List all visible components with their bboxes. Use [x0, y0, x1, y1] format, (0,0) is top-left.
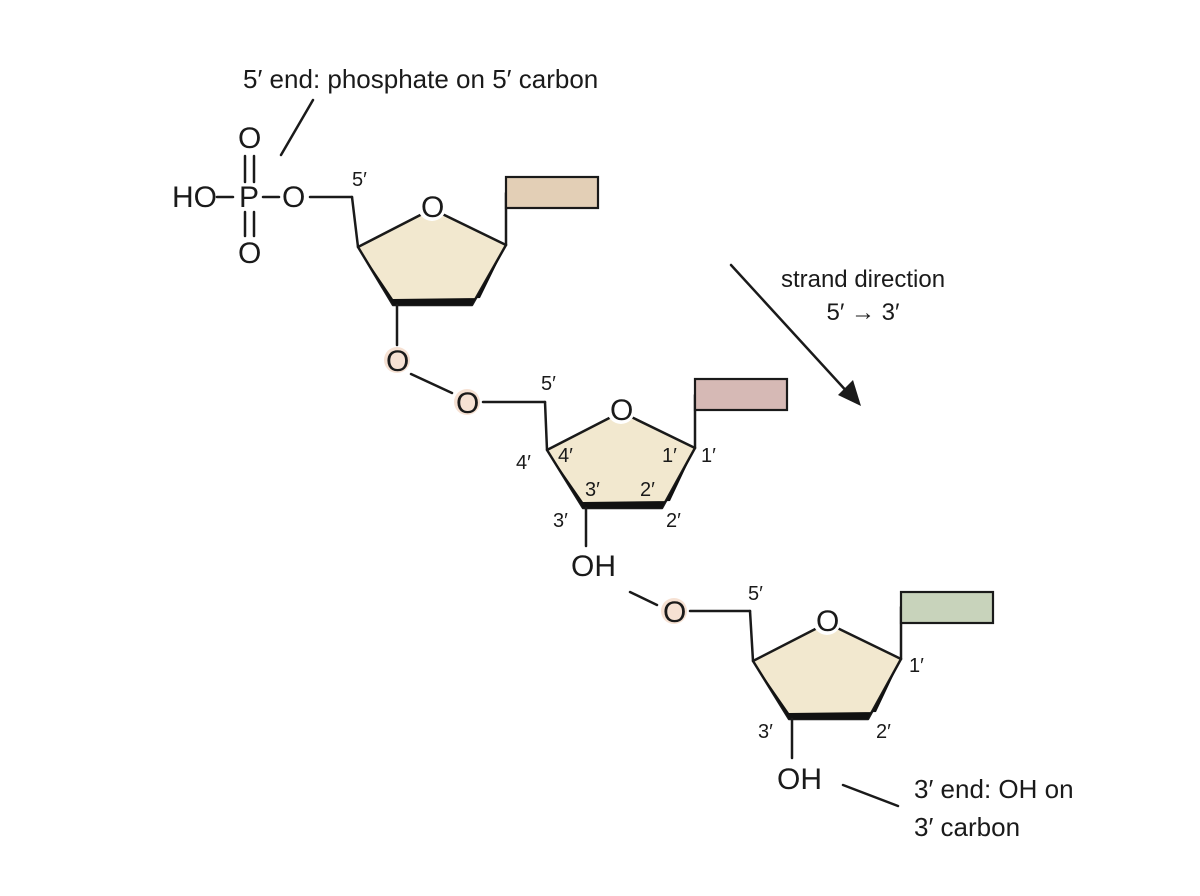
sugar1-ring-oxygen: O [421, 191, 444, 224]
sugar2-c1-outer-label: 1′ [701, 445, 716, 467]
three-prime-end-label-line1: 3′ end: OH on [914, 774, 1074, 804]
sugar2-c5-label: 5′ [541, 373, 556, 395]
sugar2-c5-c4-bond [543, 400, 549, 452]
sugar3-c1-label: 1′ [909, 655, 924, 677]
sugar3-hydroxyl: OH [777, 763, 822, 796]
bridge1-bond [409, 372, 454, 395]
sugar2-c2-outer-label: 2′ [666, 510, 681, 532]
five-prime-end-leader [279, 98, 315, 157]
bridge1-oxygen-a: O [386, 345, 409, 378]
strand-direction-label: strand direction [781, 266, 945, 293]
strand-direction-sublabel: 5′ → 3′ [826, 299, 900, 326]
sugar3-ring-oxygen: O [816, 605, 839, 638]
phosphorus-atom: P [239, 181, 259, 214]
sugar2-ring-oxygen: O [610, 394, 633, 427]
bridge1-oxygen-b: O [456, 387, 479, 420]
phosphate-oxygen-link: O [282, 181, 305, 214]
sugar3-c5-c4-bond [748, 609, 755, 663]
sugar2-c2-inner-label: 2′ [640, 479, 655, 501]
strand-direction-arrow-head [838, 380, 861, 406]
sugar2-c3-outer-label: 3′ [553, 510, 568, 532]
sugar2-base-block [693, 377, 789, 412]
sugar2-c3-inner-label: 3′ [585, 479, 600, 501]
sugar2-c4-inner-label: 4′ [558, 445, 573, 467]
sugar2-c4-outer-label: 4′ [516, 452, 531, 474]
sugar3-c5-label: 5′ [748, 583, 763, 605]
sugar1-c5-c4-bond [350, 195, 360, 249]
sugar1-base-block [504, 175, 600, 210]
phosphate-hydroxyl: HO [172, 181, 217, 214]
three-prime-end-leader [841, 783, 900, 808]
bridge2-bond [628, 590, 659, 607]
sugar3-c3-label: 3′ [758, 721, 773, 743]
sugar3-base-block [899, 590, 995, 625]
five-prime-end-label: 5′ end: phosphate on 5′ carbon [243, 64, 598, 94]
sugar3-c2-label: 2′ [876, 721, 891, 743]
strand-direction-arrow-shaft [729, 263, 852, 397]
sugar1-c5-label: 5′ [352, 169, 367, 191]
sugar2-c1-inner-label: 1′ [662, 445, 677, 467]
bridge2-oxygen: O [663, 596, 686, 629]
three-prime-end-label-line2: 3′ carbon [914, 812, 1020, 842]
phosphate-oxygen-bottom: O [238, 237, 261, 270]
sugar2-hydroxyl: OH [571, 550, 616, 583]
phosphate-oxygen-top: O [238, 122, 261, 155]
